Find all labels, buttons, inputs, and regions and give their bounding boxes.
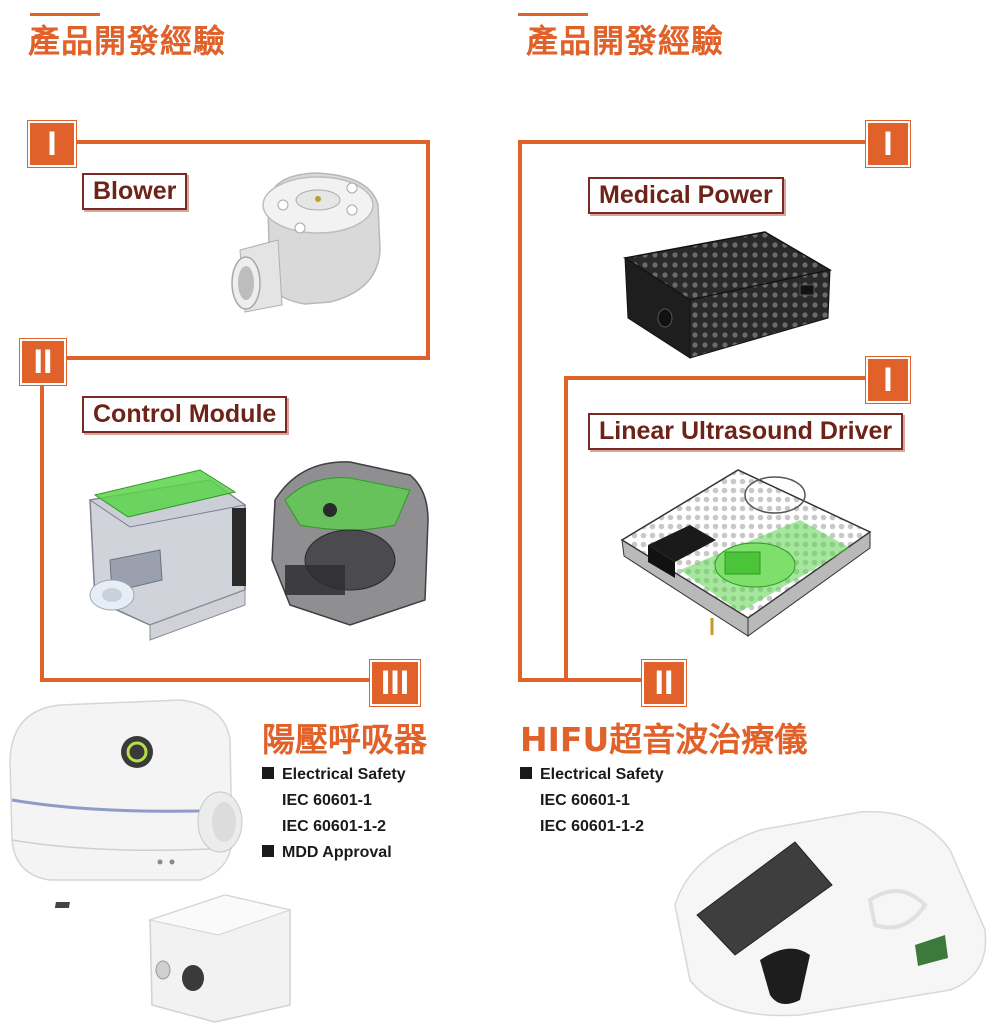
- left-section-title: 產品開發經驗: [28, 22, 227, 60]
- right-stage-1b-badge: I: [866, 357, 910, 403]
- left-spec-item: Electrical Safety: [262, 762, 406, 788]
- right-section-title: 產品開發經驗: [526, 22, 725, 60]
- bullet-square-icon: [262, 767, 274, 779]
- right-stage-2-badge: II: [642, 660, 686, 706]
- left-stage-2-badge: II: [20, 339, 66, 385]
- left-spec-item: IEC 60601-1-2: [282, 818, 387, 835]
- bullet-square-icon: [262, 845, 274, 857]
- right-spec-item: IEC 60601-1: [540, 792, 630, 809]
- left-title-bar: [30, 13, 100, 16]
- left-stage-3-badge: III: [370, 660, 420, 706]
- control-module-label: Control Module: [82, 396, 288, 433]
- bullet-square-icon: [520, 767, 532, 779]
- linear-ultrasound-driver-label: Linear Ultrasound Driver: [588, 413, 904, 450]
- medical-power-label: Medical Power: [588, 177, 784, 214]
- left-spec-list: Electrical Safety IEC 60601-1 IEC 60601-…: [262, 762, 406, 866]
- left-stage-1-badge: I: [28, 121, 76, 167]
- right-connector-inner: [564, 376, 866, 680]
- right-spec-item: IEC 60601-1-2: [540, 818, 645, 835]
- blower-label: Blower: [82, 173, 188, 210]
- left-spec-item: MDD Approval: [262, 840, 406, 866]
- right-stage-1a-badge: I: [866, 121, 910, 167]
- left-connector-2-3: [40, 375, 372, 682]
- left-spec-item: IEC 60601-1: [282, 792, 372, 809]
- left-connector-1-2: [62, 140, 430, 360]
- right-connector-outer: [518, 140, 866, 682]
- right-title-bar: [518, 13, 588, 16]
- right-spec-item: Electrical Safety: [520, 762, 664, 788]
- right-product-name: HIFU超音波治療儀: [520, 720, 808, 759]
- left-product-name: 陽壓呼吸器: [262, 720, 427, 759]
- right-spec-list: Electrical Safety IEC 60601-1 IEC 60601-…: [520, 762, 664, 840]
